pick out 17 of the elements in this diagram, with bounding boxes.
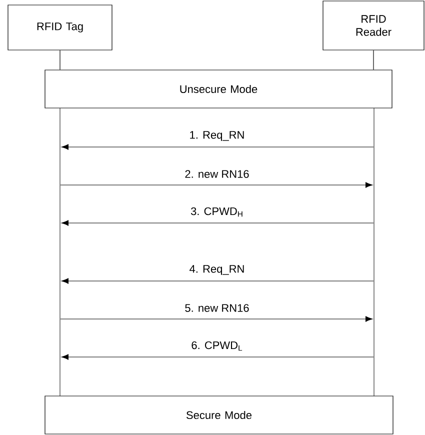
state-bar: Unsecure Mode <box>44 70 392 108</box>
participant-box: RFID Reader <box>322 0 424 50</box>
participant-box: RFID Tag <box>8 4 112 50</box>
message-arrow <box>61 144 374 150</box>
edge-label: 2. new RN16 <box>184 169 250 179</box>
message-arrow <box>61 354 374 360</box>
state-bar: Secure Mode <box>44 396 394 434</box>
message-arrow <box>60 182 373 188</box>
edge-label: 1. Req_RN <box>188 130 246 142</box>
edge-label: 5. new RN16 <box>184 303 250 313</box>
message-arrow <box>60 316 373 322</box>
edge-label: 4. Req_RN <box>188 264 246 276</box>
message-arrow <box>61 220 374 226</box>
edge-label: 3. CPWD$_{H}$ <box>190 206 244 218</box>
lifeline <box>373 50 374 70</box>
edge-label: 6. CPWD$_{L}$ <box>190 340 244 352</box>
message-arrow <box>61 278 374 284</box>
